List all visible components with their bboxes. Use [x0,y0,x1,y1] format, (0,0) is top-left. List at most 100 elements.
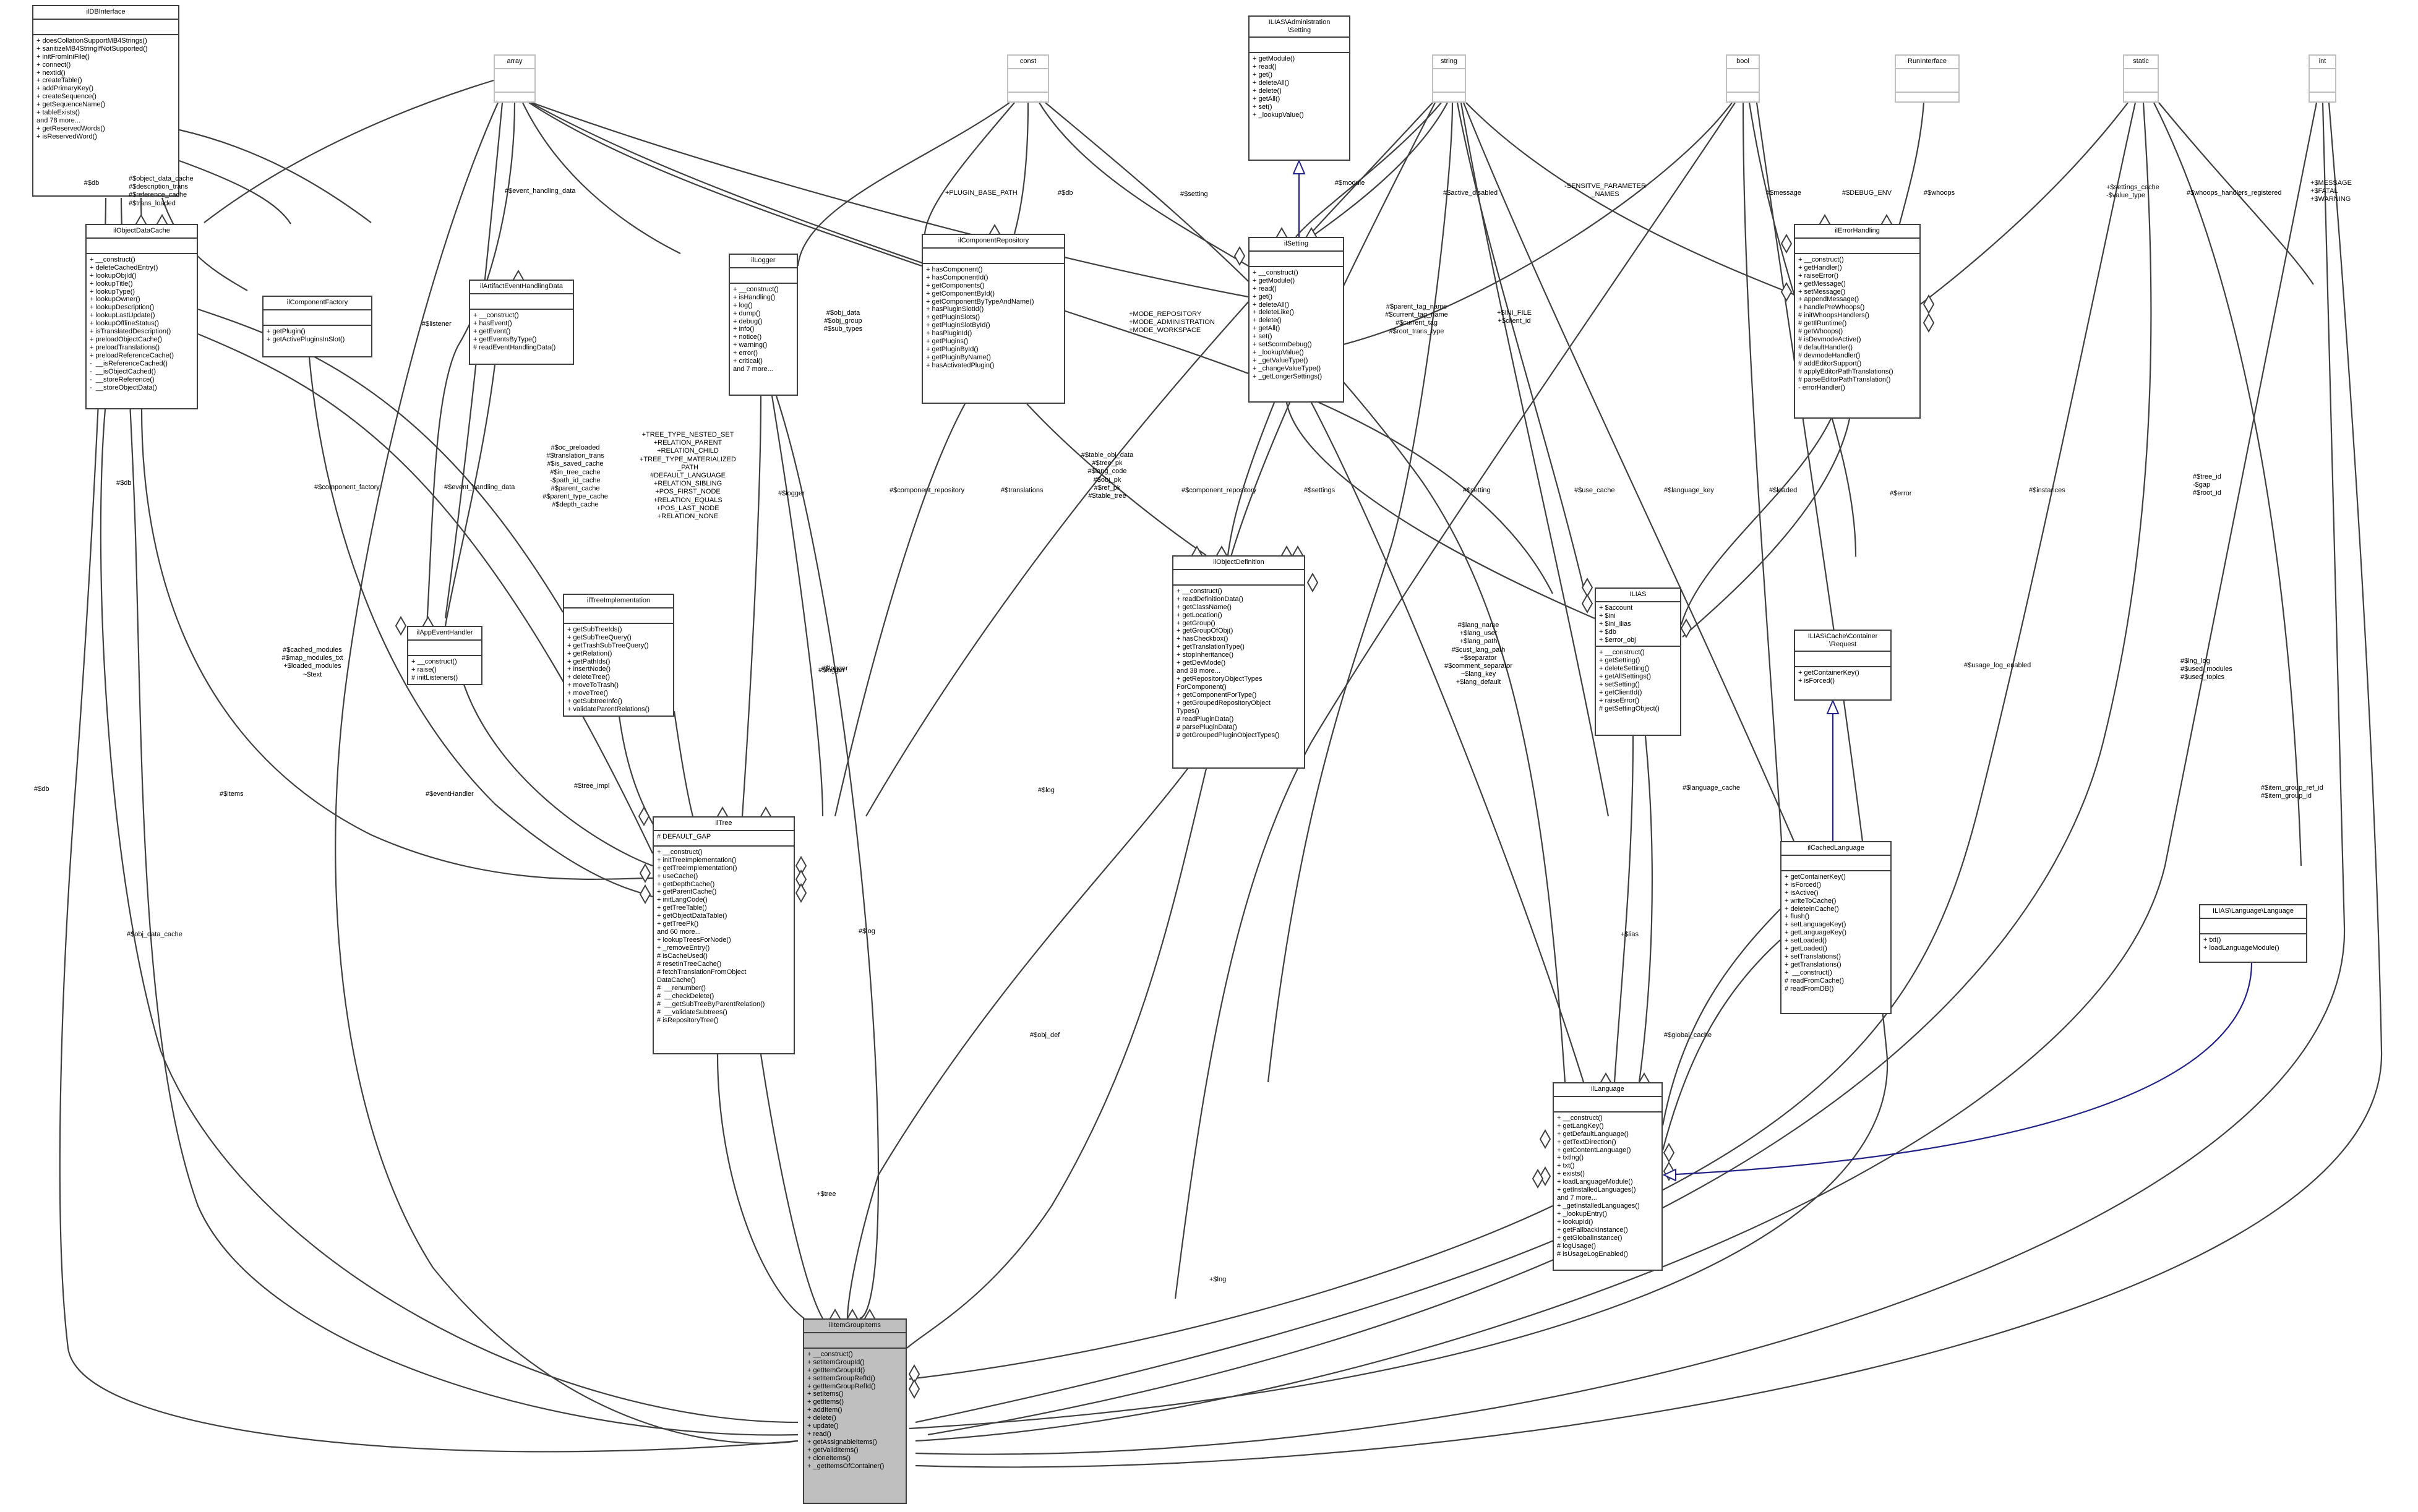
class-operations: + getModule()+ read()+ get()+ deleteAll(… [1250,53,1349,121]
edge-label-l8: #$active_disabled [1443,189,1498,197]
class-attributes [33,20,178,35]
operation-row: + _getInstalledLanguages() [1557,1202,1640,1210]
operation-row: + __construct() [1253,268,1298,276]
class-box-bool[interactable]: bool [1726,54,1760,103]
operation-row: + moveToTrash() [567,681,619,690]
edge-label-l19: #$parent_tag_name #$current_tag_name #$c… [1385,303,1448,335]
operation-row: + getSubTreeQuery() [567,633,632,641]
edge-label-l38: #$tree_id -$gap #$root_id [2193,473,2221,497]
class-box-ilSetting[interactable]: ilSetting+ __construct()+ getModule()+ r… [1248,237,1344,403]
edge-label-l52: #$log [859,928,875,935]
operation-row: + deleteInCache() [1785,905,1839,913]
class-box-ilTreeImplementation[interactable]: ilTreeImplementation+ getSubTreeIds()+ g… [563,594,674,717]
operation-row: + getFallbackInstance() [1557,1226,1628,1234]
operation-row: # isCacheUsed() [657,952,708,960]
class-name: ilItemGroupItems [804,1320,906,1333]
class-box-ilLogger[interactable]: ilLogger+ __construct()+ isHandling()+ l… [729,254,798,396]
operation-row: + getModule() [1253,55,1295,63]
class-operations [1008,93,1048,96]
class-attributes: # DEFAULT_GAP [654,831,794,847]
class-attributes [1795,239,1919,254]
class-box-static[interactable]: static [2123,54,2159,103]
edge-label-l28: #$translations [1001,487,1044,494]
operation-row: + dump() [733,309,761,317]
operation-row: + getLangKey() [1557,1122,1604,1130]
class-box-const[interactable]: const [1007,54,1049,103]
edge-label-l47: #$language_cache [1683,784,1740,792]
operation-row: + getPluginSlotById() [926,322,990,330]
edge-label-l49: #$items [220,790,244,798]
operation-row: + getAssignableItems() [807,1438,877,1446]
operation-row: # initListeners() [411,673,458,681]
class-box-IliasAdministrationSetting[interactable]: ILIAS\Administration \Setting+ getModule… [1248,15,1350,161]
class-box-ilAppEventHandler[interactable]: ilAppEventHandler+ __construct()+ raise(… [407,626,482,685]
class-operations: + __construct()+ getSetting()+ deleteSet… [1596,647,1680,715]
attribute-row: + $db [1599,628,1616,636]
class-attributes [1433,69,1465,93]
class-box-ilCachedLanguage[interactable]: ilCachedLanguage+ getContainerKey()+ isF… [1780,841,1892,1014]
operation-row: + txt() [2203,936,2221,944]
operation-row: + insertNode() [567,665,611,673]
class-name: int [2310,56,2335,69]
operation-row: + getSequenceName() [36,101,105,109]
class-name: ilSetting [1250,238,1343,252]
class-box-int[interactable]: int [2309,54,2336,103]
operation-row: + getPluginSlots() [926,314,980,322]
edge-label-l3: #$event_handling_data [505,187,576,195]
edge-label-l30: #$component_repository [1181,487,1257,494]
class-box-ilItemGroupItems[interactable]: ilItemGroupItems + __construct()+ setItem… [803,1318,907,1504]
operation-row: + isActive() [1785,889,1819,897]
class-box-ilObjectDefinition[interactable]: ilObjectDefinition+ __construct()+ readD… [1172,555,1305,769]
class-box-ilTree[interactable]: ilTree# DEFAULT_GAP+ __construct()+ init… [653,816,795,1054]
operation-row: + deleteSetting() [1599,665,1650,673]
class-attributes [87,239,197,254]
operation-row: + createTable() [36,77,82,85]
operation-row: + addPrimaryKey() [36,85,94,93]
class-box-ilComponentFactory[interactable]: ilComponentFactory+ getPlugin()+ getActi… [262,296,372,357]
class-box-ilErrorHandling[interactable]: ilErrorHandling+ __construct()+ getHandl… [1794,224,1921,419]
operation-row: + isReservedWord() [36,133,97,141]
class-box-array[interactable]: array [494,54,536,103]
operation-row: + __construct() [1785,969,1832,977]
operation-row: # initWhoopsHandlers() [1798,312,1869,320]
class-operations: + __construct()+ setItemGroupId()+ getIt… [804,1349,906,1473]
operation-row: + get() [1253,293,1273,301]
operation-row: + __construct() [1557,1114,1603,1122]
edge-label-l29: #$table_obj_data #$tree_pk #$lang_code #… [1081,451,1134,500]
operation-row: + getClassName() [1177,603,1232,611]
class-box-IliasCacheContainerRequest[interactable]: ILIAS\Cache\Container \Request+ getConta… [1794,630,1892,701]
operation-row: + getAll() [1253,95,1280,103]
class-attributes [1896,69,1958,93]
class-box-ilDBInterface[interactable]: ilDBInterface+ doesCollationSupportMB4St… [32,5,179,197]
edge-label-l34: #$language_key [1664,487,1714,494]
class-name: ilComponentRepository [923,235,1064,249]
class-box-ilComponentRepository[interactable]: ilComponentRepository+ hasComponent()+ h… [922,234,1065,404]
operation-row: + getContentLanguage() [1557,1146,1631,1154]
operation-row: + __construct() [807,1350,853,1358]
edge-label-l48: #$db [34,785,49,793]
operation-row: # logUsage() [1557,1242,1596,1250]
class-attributes [1554,1097,1661,1113]
operation-row: + getItemGroupId() [807,1366,865,1374]
operation-row: + getComponents() [926,281,985,289]
class-box-RunInterface[interactable]: RunInterface [1895,54,1960,103]
class-box-ILIAS[interactable]: ILIAS+ $account+ $ini+ $ini_ilias+ $db+ … [1595,587,1681,736]
operation-row: + hasActivatedPlugin() [926,362,995,370]
operation-row: + getLocation() [1177,611,1222,619]
edge-label-l22: #$component_factory [314,484,380,491]
class-box-ilArtifactEventHandlingData[interactable]: ilArtifactEventHandlingData+ __construct… [469,280,574,365]
operation-row: + getComponentById() [926,289,995,297]
edge-label-l14: #$whoops_handlers_registered [2187,189,2282,197]
operation-row: + lookupOwner() [90,296,140,304]
class-box-ilLanguage[interactable]: ilLanguage+ __construct()+ getLangKey()+… [1553,1082,1663,1271]
class-box-ilObjectDataCache[interactable]: ilObjectDataCache+ __construct()+ delete… [85,224,198,409]
operation-row: - __isObjectCached() [90,368,156,376]
class-box-string[interactable]: string [1432,54,1466,103]
class-operations: + getContainerKey()+ isForced() [1795,667,1890,687]
class-attributes [264,310,371,326]
class-box-IliasLanguageLanguage[interactable]: ILIAS\Language\Language+ txt()+ loadLang… [2199,904,2307,963]
edge-label-l18: +MODE_REPOSITORY +MODE_ADMINISTRATION +M… [1129,310,1215,335]
edge-label-l6: #$setting [1180,190,1208,198]
class-operations: + __construct()+ isHandling()+ log()+ du… [730,284,797,376]
operation-row: + lookupTreesForNode() [657,936,731,944]
